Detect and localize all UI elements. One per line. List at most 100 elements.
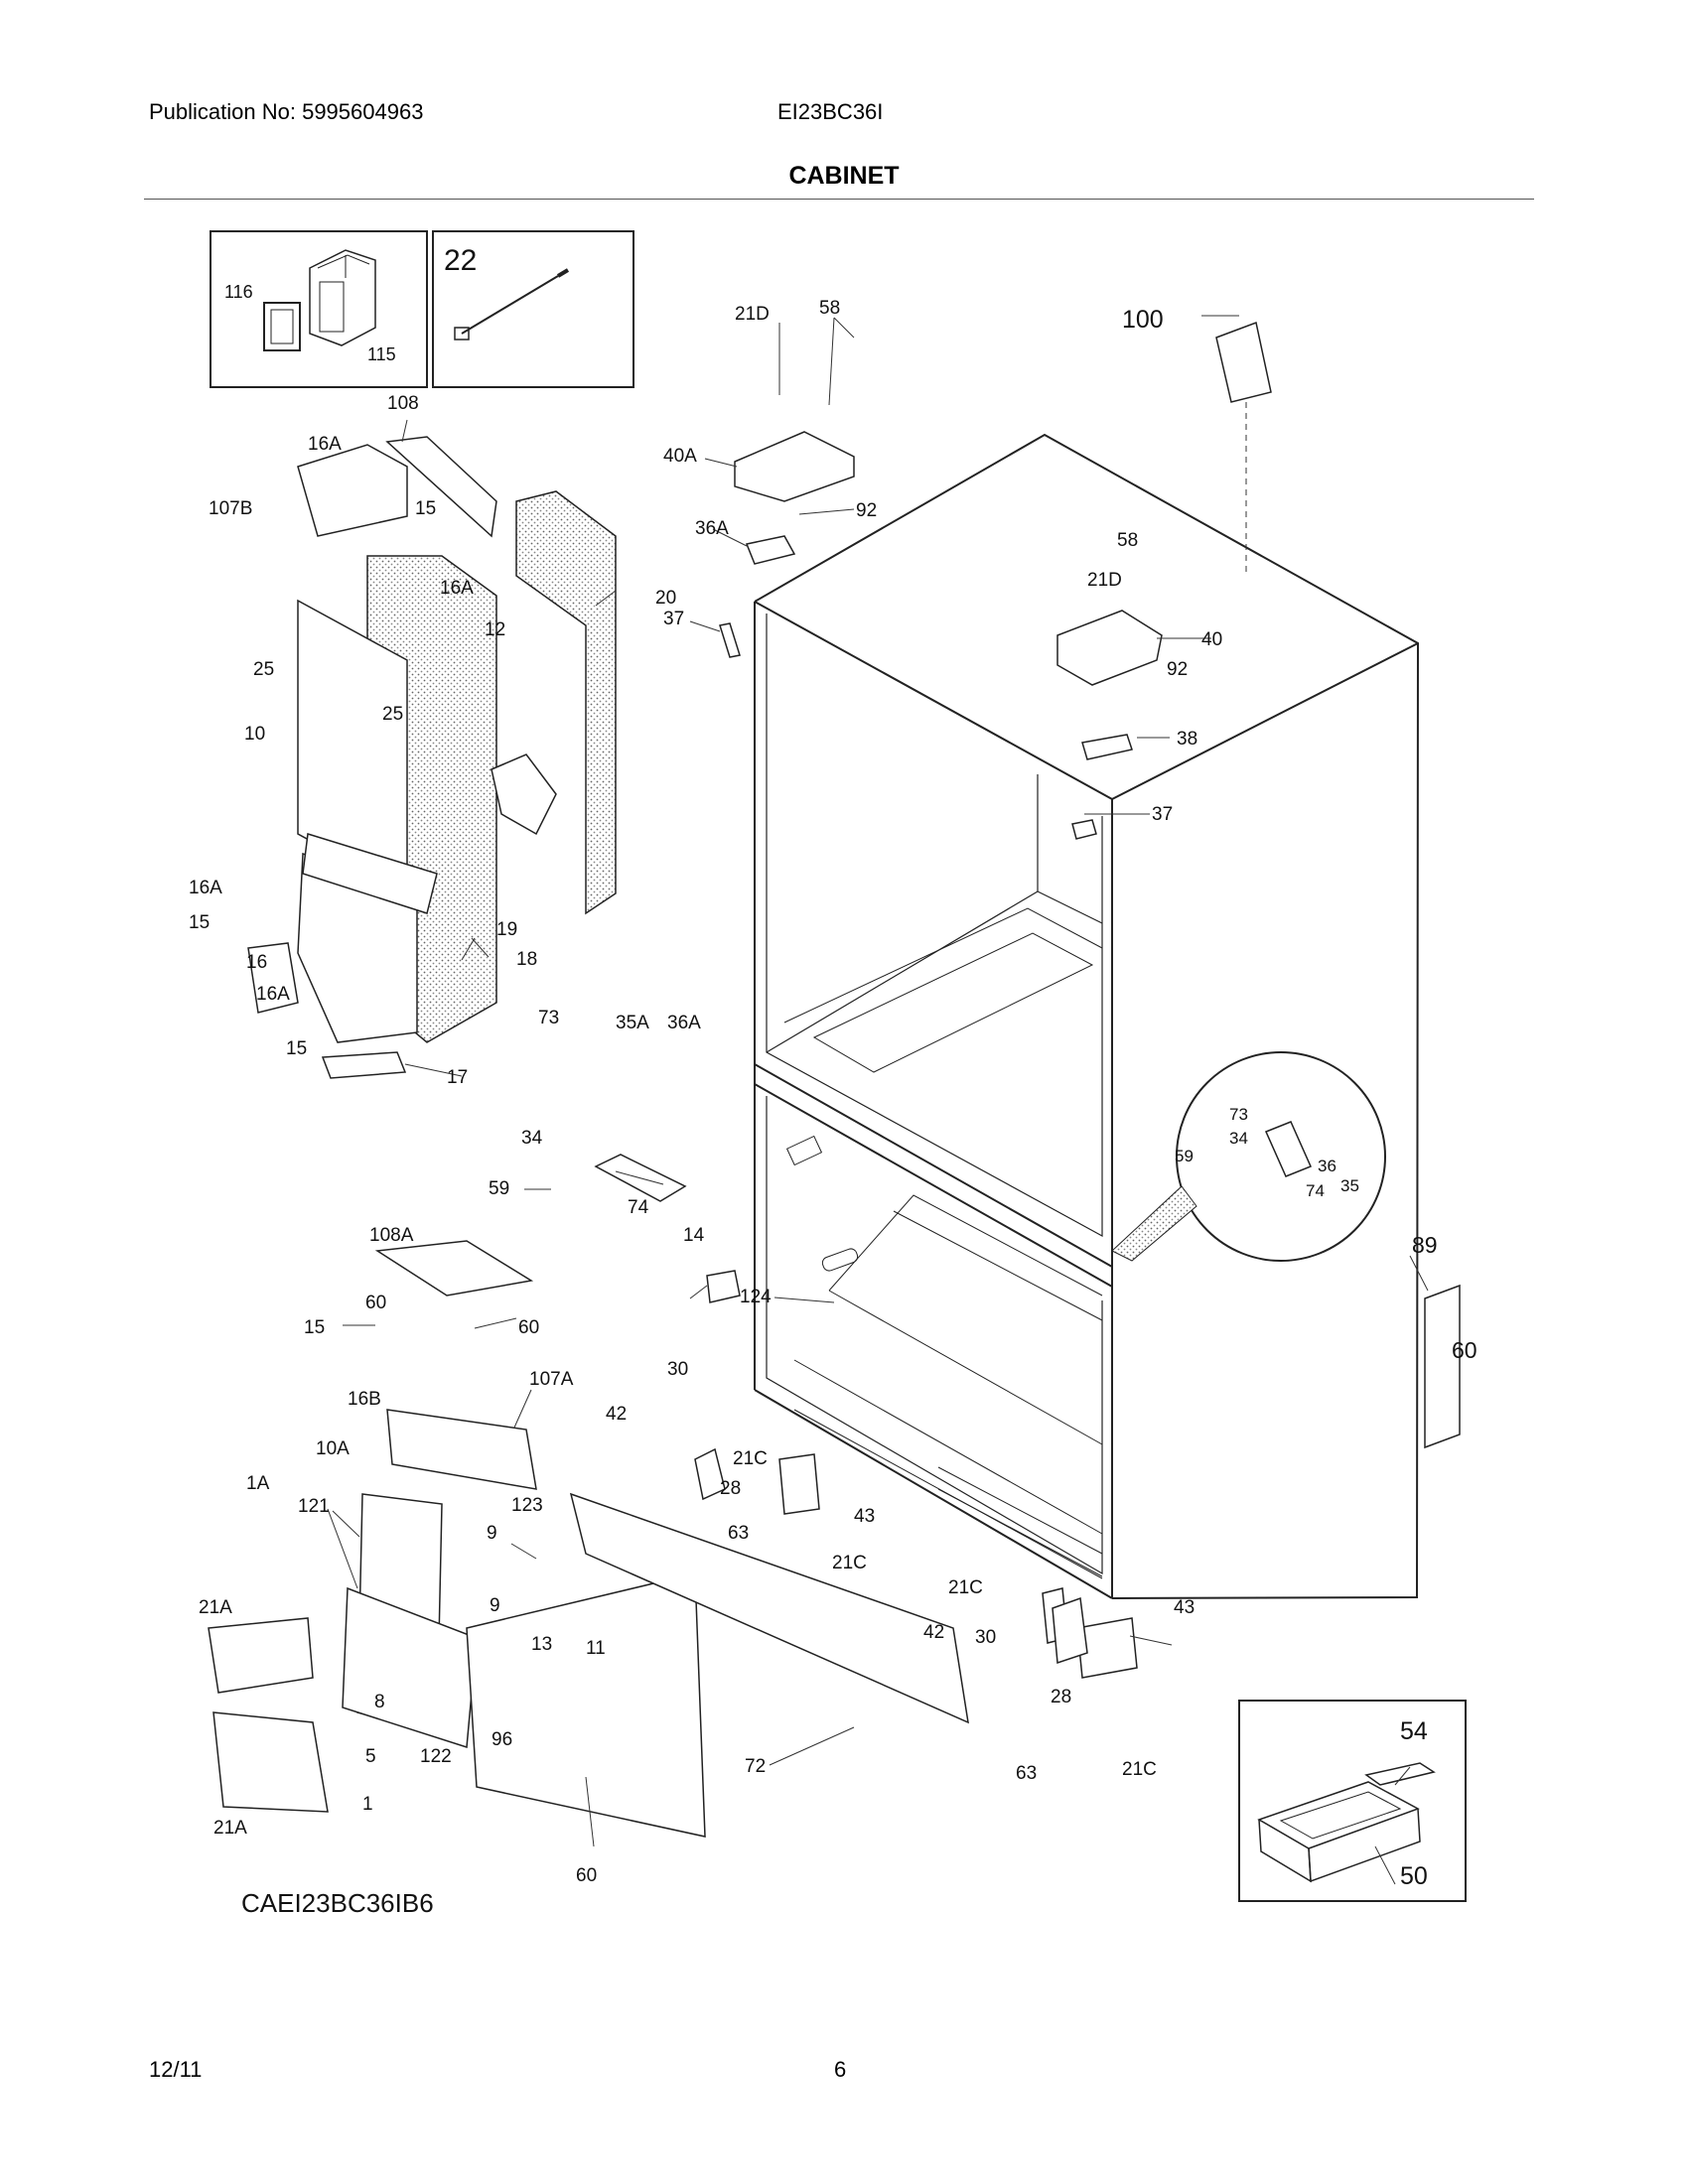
callout-60-right: 60 xyxy=(1452,1337,1477,1363)
callout-15-low: 15 xyxy=(286,1038,307,1059)
callout-9-top: 9 xyxy=(487,1523,497,1544)
callout-74: 74 xyxy=(628,1197,649,1218)
callout-60-b: 60 xyxy=(518,1317,539,1338)
inset-box-22 xyxy=(432,230,634,388)
publication-number: Publication No: 5995604963 xyxy=(149,99,424,124)
back-panel-89 xyxy=(1424,1284,1461,1449)
footer-date: 12/11 xyxy=(149,2057,203,2082)
callout-22: 22 xyxy=(444,244,477,277)
callout-25-mid: 25 xyxy=(382,704,403,725)
callout-59: 59 xyxy=(489,1178,509,1199)
callout-63-right: 63 xyxy=(1016,1763,1037,1784)
callout-16a-top: 16A xyxy=(308,434,342,455)
callout-20: 20 xyxy=(655,588,676,609)
callout-16b: 16B xyxy=(348,1389,381,1410)
callout-36a: 36A xyxy=(667,1013,701,1033)
callout-21d-top: 21D xyxy=(735,304,770,325)
callout-37-right: 37 xyxy=(1152,804,1173,825)
callout-60-a: 60 xyxy=(365,1293,386,1313)
callout-21d-right: 21D xyxy=(1087,570,1122,591)
callout-92-top: 92 xyxy=(856,500,877,521)
callout-42-left: 42 xyxy=(606,1404,627,1425)
inset-box-115-116 xyxy=(210,230,428,388)
callout-36a-top: 36A xyxy=(695,518,729,539)
callout-8: 8 xyxy=(374,1692,385,1712)
callout-121: 121 xyxy=(298,1496,330,1517)
callout-43-right: 43 xyxy=(1174,1597,1195,1618)
callout-50: 50 xyxy=(1400,1862,1428,1890)
leader-lines xyxy=(327,315,1429,1885)
callout-59-detail: 59 xyxy=(1175,1147,1194,1165)
callout-89: 89 xyxy=(1412,1232,1438,1258)
callout-58-right: 58 xyxy=(1117,530,1138,551)
callout-19: 19 xyxy=(496,919,517,940)
hinge-detail-circle xyxy=(1111,1051,1386,1262)
callout-21c-a: 21C xyxy=(733,1448,768,1469)
drawing-code: CAEI23BC36IB6 xyxy=(241,1888,434,1918)
callout-21a-top: 21A xyxy=(199,1597,232,1618)
callout-123: 123 xyxy=(511,1495,543,1516)
callout-40a: 40A xyxy=(663,446,697,467)
callout-107b: 107B xyxy=(209,498,252,519)
callout-9-bottom: 9 xyxy=(490,1595,500,1616)
callout-100: 100 xyxy=(1122,306,1164,334)
hinge-components xyxy=(594,321,1272,1665)
inset-box-50-54 xyxy=(1238,1700,1467,1902)
callout-15-lower: 15 xyxy=(304,1317,325,1338)
callout-115: 115 xyxy=(367,344,396,364)
callout-1a: 1A xyxy=(246,1473,270,1494)
callout-12: 12 xyxy=(485,619,505,640)
callout-17: 17 xyxy=(447,1067,468,1088)
callout-34: 34 xyxy=(521,1128,543,1149)
callout-60-bottom: 60 xyxy=(576,1865,597,1886)
callout-14: 14 xyxy=(683,1225,705,1246)
callout-21c-b: 21C xyxy=(832,1553,867,1573)
callout-58-top: 58 xyxy=(819,298,840,319)
callout-122: 122 xyxy=(420,1746,452,1767)
callout-16: 16 xyxy=(246,952,267,973)
callout-10: 10 xyxy=(244,724,265,745)
callout-124: 124 xyxy=(740,1287,772,1307)
callout-73-detail: 73 xyxy=(1229,1105,1248,1124)
lower-front-components xyxy=(208,1240,1138,1838)
callout-35a: 35A xyxy=(616,1013,649,1033)
page-title: CABINET xyxy=(788,162,900,190)
callout-5: 5 xyxy=(365,1746,376,1767)
callout-73: 73 xyxy=(538,1008,559,1028)
callout-37-top: 37 xyxy=(663,609,684,629)
callout-38: 38 xyxy=(1177,729,1197,750)
callout-28-left: 28 xyxy=(720,1478,741,1499)
callout-30-left: 30 xyxy=(667,1359,688,1380)
callout-107a: 107A xyxy=(529,1369,574,1390)
callout-74-detail: 74 xyxy=(1306,1181,1325,1200)
callout-10a: 10A xyxy=(316,1438,350,1459)
callout-40: 40 xyxy=(1201,629,1222,650)
callout-21a-bottom: 21A xyxy=(213,1818,247,1839)
callout-108: 108 xyxy=(387,393,419,414)
refrigerator-cabinet xyxy=(754,433,1420,1599)
callout-21c-d: 21C xyxy=(1122,1759,1157,1780)
model-number: EI23BC36I xyxy=(777,99,884,124)
callout-15-left: 15 xyxy=(189,912,210,933)
callout-25-left: 25 xyxy=(253,659,274,680)
callout-96: 96 xyxy=(492,1729,512,1750)
callout-43-left: 43 xyxy=(854,1506,875,1527)
callout-108a: 108A xyxy=(369,1225,414,1246)
callout-30-right: 30 xyxy=(975,1627,996,1648)
callout-1: 1 xyxy=(362,1794,373,1815)
page-number: 6 xyxy=(834,2057,847,2082)
callout-54: 54 xyxy=(1400,1717,1428,1745)
callout-36-detail: 36 xyxy=(1318,1157,1336,1175)
callout-34-detail: 34 xyxy=(1229,1129,1248,1148)
callout-28-right: 28 xyxy=(1051,1687,1071,1707)
callout-16a-mid: 16A xyxy=(440,578,474,599)
callout-42-right: 42 xyxy=(923,1622,944,1643)
dispenser-assembly xyxy=(247,436,617,1079)
callout-18: 18 xyxy=(516,949,537,970)
callout-13: 13 xyxy=(531,1634,552,1655)
callout-116: 116 xyxy=(224,282,253,302)
callout-72: 72 xyxy=(745,1756,766,1777)
callout-16a-left: 16A xyxy=(189,878,222,898)
callout-21c-c: 21C xyxy=(948,1577,983,1598)
